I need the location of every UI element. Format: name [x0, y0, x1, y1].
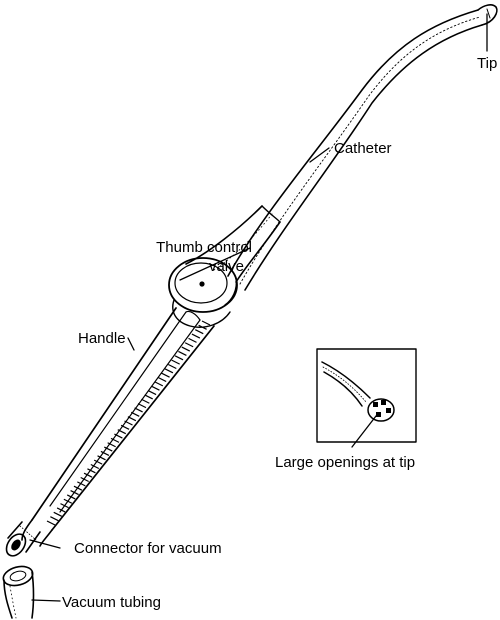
openings-leader [351, 415, 377, 448]
handle [21, 307, 215, 547]
handle-hatch-mark [46, 520, 56, 526]
handle-hatch-mark [53, 511, 63, 517]
handle-hatch-mark [191, 333, 201, 339]
vacuum-tubing [2, 565, 35, 619]
handle-hatch-mark [178, 350, 187, 356]
handle-hatch-mark [107, 442, 116, 448]
handle-hatch-mark [154, 381, 164, 387]
handle-hatch-mark [194, 329, 204, 335]
handle-hatch-mark [157, 376, 167, 383]
connector-leader [29, 539, 61, 549]
handle-hatch-mark [117, 429, 127, 435]
handle-hatch-mark [120, 424, 130, 430]
tubing-leader [31, 599, 61, 602]
handle-hatch-mark [114, 433, 123, 439]
handle-hatch-mark [110, 437, 120, 443]
handle-hatch-mark [100, 450, 110, 456]
handle-hatch-mark [198, 324, 207, 330]
handle-hatch-mark [201, 320, 211, 326]
handle-hatch-mark [77, 481, 86, 487]
handle-hatch-mark [168, 363, 177, 370]
tip-openings [373, 400, 391, 417]
valve-hole [199, 281, 205, 287]
handle-hatch-mark [90, 463, 100, 470]
handle-hatch-mark [93, 459, 103, 465]
handle-hatch-mark [80, 476, 89, 483]
handle-hatch-mark [130, 411, 140, 417]
handle-hatch-mark [184, 342, 194, 348]
handle-hatch-mark [63, 498, 73, 504]
handle-hatch-mark [181, 346, 191, 352]
catheter-label: Catheter [334, 140, 392, 157]
large-openings-label: Large openings at tip [275, 454, 415, 471]
thumb-control-label-line2: valve [209, 258, 244, 275]
handle-hatch-mark [164, 368, 174, 374]
tip-closeup-inset [316, 348, 417, 443]
handle-hatch-mark [188, 337, 197, 343]
catheter-leader [309, 147, 330, 163]
handle-hatch-mark [66, 494, 76, 500]
handle-leader [127, 337, 135, 351]
connector-label: Connector for vacuum [74, 540, 222, 557]
leader-lines [29, 13, 488, 602]
handle-hatch-mark [141, 398, 150, 404]
handle-hatch-mark [50, 516, 59, 522]
labels: Tip Catheter Thumb control valve Handle … [62, 55, 497, 611]
handle-hatch-mark [147, 390, 157, 396]
handle-hatch-mark [137, 403, 147, 409]
handle-hatch-mark [83, 472, 93, 478]
thumb-control-valve [168, 257, 238, 328]
handle-hatch-mark [73, 485, 83, 491]
handle-hatch-mark [171, 359, 180, 365]
handle-hatch-mark [70, 490, 79, 496]
handle-hatch-mark [127, 416, 137, 422]
vacuum-tubing-label: Vacuum tubing [62, 594, 161, 611]
handle-hatch-mark [134, 407, 143, 413]
handle-hatch-mark [124, 420, 133, 426]
handle-hatch-mark [56, 507, 66, 513]
handle-label: Handle [78, 330, 126, 347]
tip-label: Tip [477, 55, 497, 72]
vacuum-connector [5, 521, 41, 557]
thumb-control-label-line1: Thumb control [156, 239, 252, 256]
thumb-control-leader [179, 247, 251, 281]
catheter-body [185, 205, 281, 283]
handle-hatch-mark [174, 355, 184, 361]
handle-hatch-mark [161, 372, 170, 378]
handle-hatch-mark [104, 446, 113, 452]
handle-hatch-mark [97, 455, 106, 461]
handle-hatch-mark [144, 394, 153, 400]
handle-hatch-mark [151, 385, 160, 391]
handle-hatch-mark [87, 468, 96, 474]
handle-shading [46, 320, 211, 526]
handle-hatch-mark [60, 503, 69, 509]
